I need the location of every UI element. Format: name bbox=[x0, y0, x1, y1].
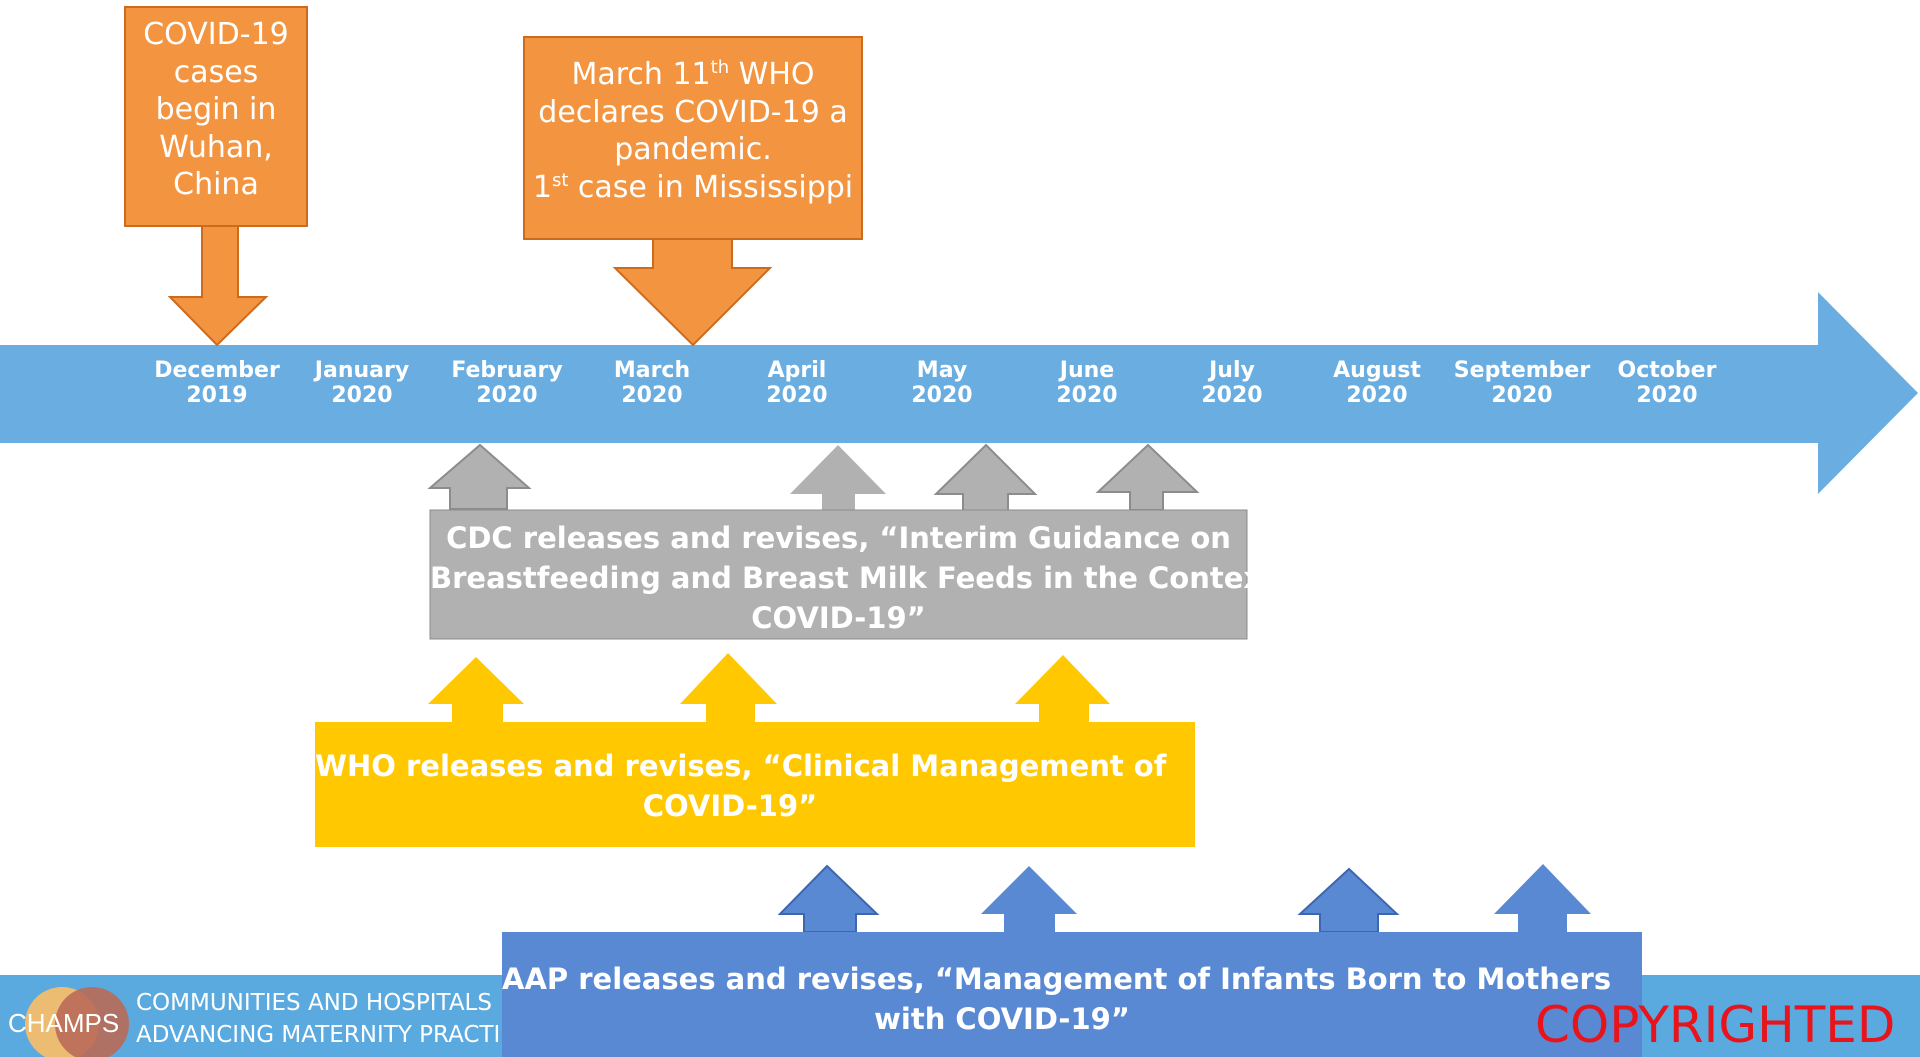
timeline-arrow bbox=[0, 292, 1918, 494]
wuhan-down-arrow bbox=[167, 225, 269, 347]
cdc-guidance-box bbox=[429, 509, 1248, 640]
org-name-line-1: COMMUNITIES AND HOSPITALS bbox=[136, 990, 492, 1016]
aap-up-arrow-april bbox=[777, 864, 880, 933]
copyright-watermark: COPYRIGHTED bbox=[1535, 996, 1896, 1054]
cdc-guidance-text: CDC releases and revises, “Interim Guida… bbox=[430, 521, 1319, 635]
who-up-arrow-march bbox=[680, 653, 777, 722]
who-guidance-box bbox=[315, 722, 1195, 847]
pandemic-down-arrow bbox=[612, 238, 773, 347]
aap-up-arrow-may bbox=[981, 866, 1077, 932]
who-guidance-text: WHO releases and revises, “Clinical Mana… bbox=[315, 749, 1167, 823]
aap-up-arrow-july bbox=[1297, 867, 1400, 933]
pandemic-event-text: March 11th WHO declares COVID-19 a pande… bbox=[532, 57, 854, 205]
aap-up-arrow-september bbox=[1494, 864, 1591, 932]
cdc-up-arrow-may bbox=[933, 443, 1038, 513]
cdc-up-arrow-february bbox=[427, 443, 532, 510]
who-up-arrow-january bbox=[428, 657, 524, 722]
cdc-up-arrow-june bbox=[1095, 443, 1200, 511]
wuhan-event-box bbox=[124, 6, 308, 227]
aap-guidance-box bbox=[502, 932, 1642, 1057]
who-up-arrow-june bbox=[1015, 655, 1110, 722]
champs-logo-text: CHAMPS bbox=[8, 1008, 120, 1038]
wuhan-event-text: COVID-19 cases begin in Wuhan, China bbox=[143, 17, 289, 202]
champs-logo bbox=[25, 987, 129, 1057]
cdc-up-arrow-april bbox=[790, 445, 886, 512]
aap-guidance-text: AAP releases and revises, “Management of… bbox=[502, 962, 1612, 1036]
org-name-line-2: ADVANCING MATERNITY PRACTI bbox=[136, 1022, 501, 1048]
